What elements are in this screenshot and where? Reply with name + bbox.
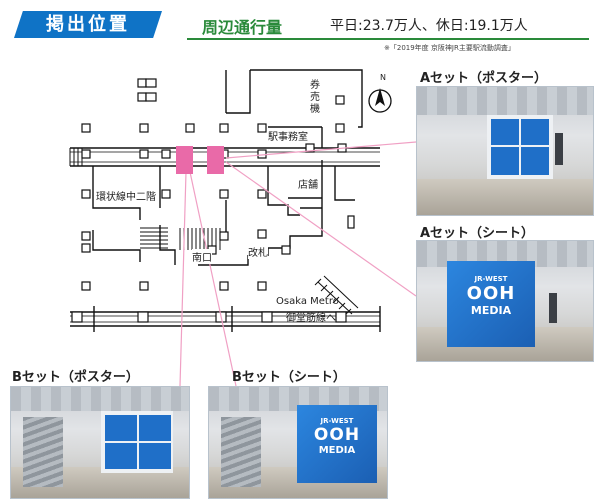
section-badge (14, 11, 162, 38)
north-label: N (380, 73, 386, 82)
a-sheet-media: MEDIA (470, 304, 512, 317)
metro-line-label: 御堂筋線へ (286, 313, 336, 324)
photo-b-poster (10, 386, 190, 499)
south-exit-label: 南口 (192, 249, 212, 264)
header-divider (187, 38, 589, 40)
a-sheet-brand: JR-WEST (474, 275, 508, 283)
ad-position-b (176, 146, 193, 174)
a-poster-heading: Aセット（ポスター） (420, 71, 548, 86)
gate-label: 改札 (248, 244, 268, 259)
metro-label: Osaka Metro (276, 296, 339, 307)
photo-a-poster (416, 86, 594, 216)
a-sheet-ooh: OOH (466, 283, 516, 304)
traffic-values: 平日:23.7万人、休日:19.1万人 (330, 18, 528, 34)
station-office-label: 駅事務室 (268, 128, 308, 143)
ticket-machine-label: 券売機 (310, 80, 320, 115)
loop-line-label: 環状線中二階 (96, 188, 156, 203)
photo-a-sheet: JR-WEST OOH MEDIA (416, 240, 594, 362)
b-sheet-ooh: OOH (313, 425, 361, 445)
section-title: 掲出位置 (46, 14, 130, 35)
b-sheet-heading: Bセット（シート） (232, 370, 346, 385)
survey-note: ※「2019年度 京阪神JR主要駅流動調査」 (384, 44, 515, 52)
a-sheet-heading: Aセット（シート） (420, 226, 535, 241)
ad-position-a (207, 146, 224, 174)
shop-label: 店舗 (298, 176, 318, 191)
b-poster-heading: Bセット（ポスター） (12, 370, 139, 385)
photo-b-sheet: JR-WEST OOH MEDIA (208, 386, 388, 499)
b-sheet-brand: JR-WEST (320, 417, 354, 425)
traffic-label: 周辺通行量 (202, 18, 283, 37)
b-sheet-media: MEDIA (318, 445, 356, 456)
